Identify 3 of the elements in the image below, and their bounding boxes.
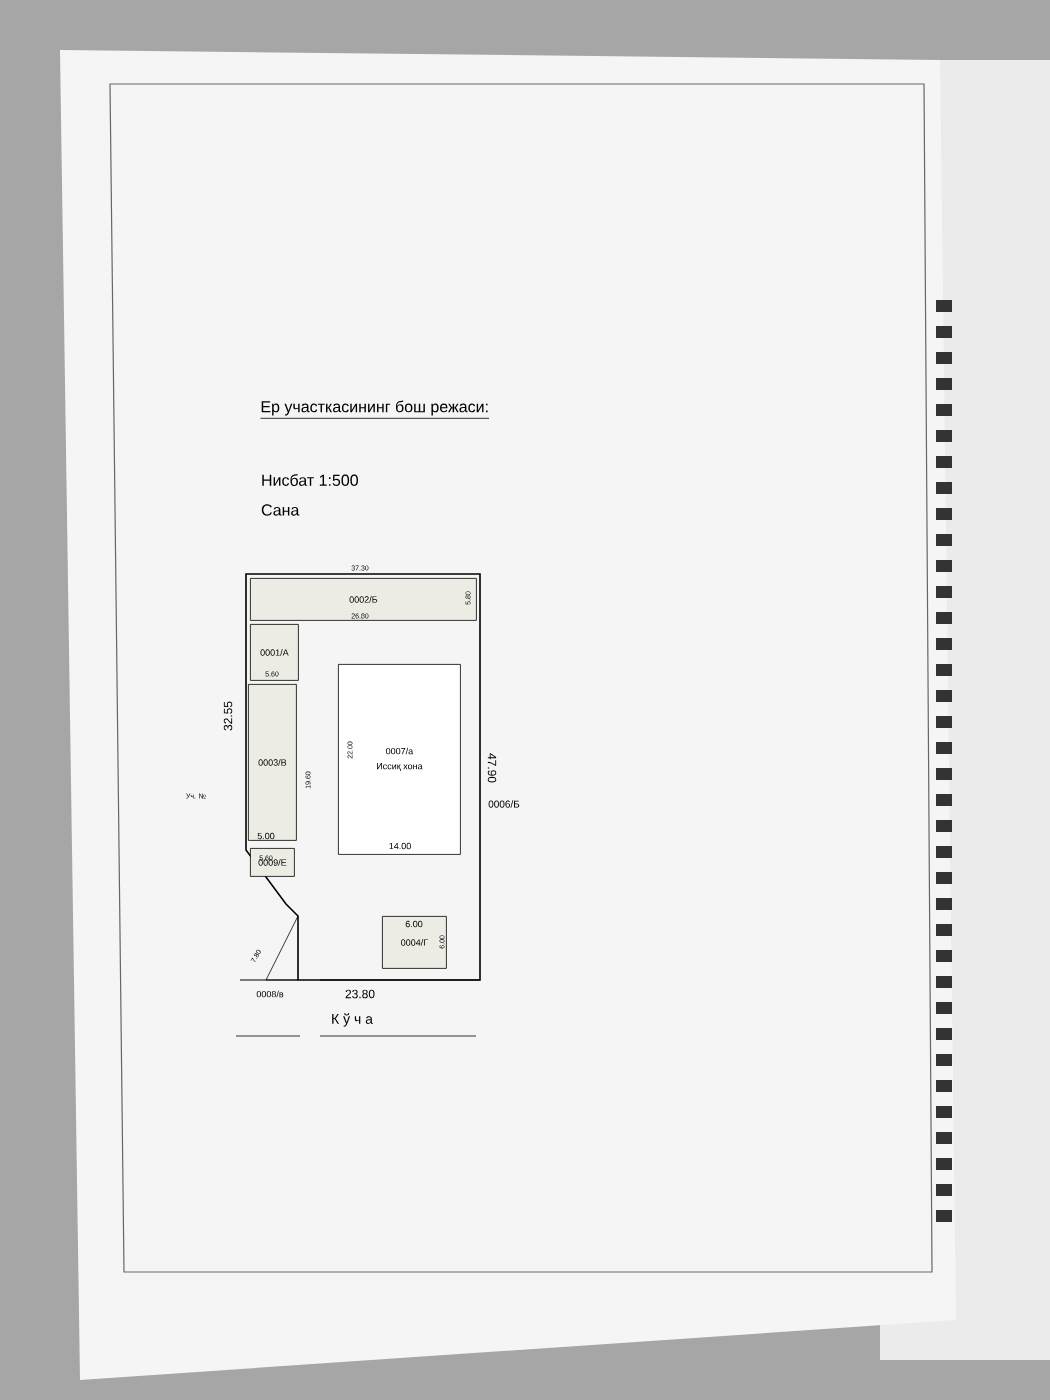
date-text: Сана <box>261 504 300 516</box>
title: Ер участкасининг бош режаси: <box>260 400 490 419</box>
scale-text: Нисбат 1:500 <box>262 474 358 486</box>
